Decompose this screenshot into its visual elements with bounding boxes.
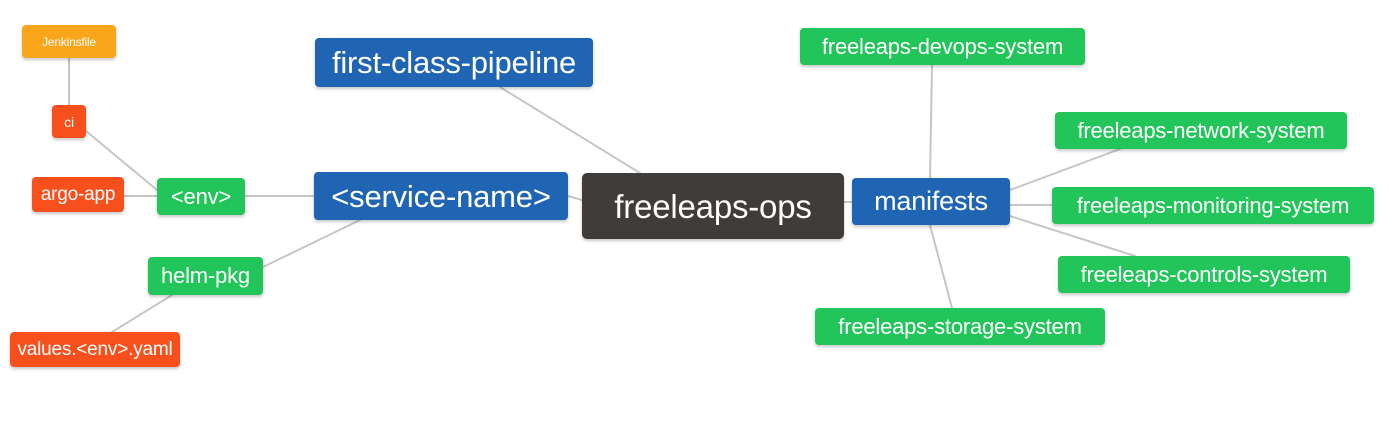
- edge-manifests-to-freeleaps-devops-system: [929, 64, 933, 179]
- node-label: first-class-pipeline: [331, 45, 577, 80]
- edge-service-name-to-helm-pkg: [262, 219, 361, 268]
- mindmap-node-freeleaps-monitoring-system[interactable]: freeleaps-monitoring-system: [1052, 187, 1374, 224]
- node-label: manifests: [874, 186, 988, 216]
- node-label: freeleaps-devops-system: [821, 33, 1064, 59]
- node-label: freeleaps-network-system: [1077, 117, 1325, 143]
- node-label: ci: [64, 113, 74, 130]
- edge-manifests-to-freeleaps-storage-system: [929, 224, 953, 309]
- mindmap-node-freeleaps-storage-system[interactable]: freeleaps-storage-system: [815, 308, 1105, 345]
- mindmap-node-first-class-pipeline[interactable]: first-class-pipeline: [315, 38, 593, 87]
- mindmap-node-helm-pkg[interactable]: helm-pkg: [148, 257, 263, 295]
- mindmap-node-jenkinsfile[interactable]: Jenkinsfile: [22, 25, 116, 58]
- mindmap-node-values-env-yaml[interactable]: values.<env>.yaml: [10, 332, 180, 367]
- node-label: helm-pkg: [161, 263, 250, 288]
- edge-first-class-pipeline-to-freeleaps-ops: [499, 86, 641, 174]
- mindmap-node-freeleaps-network-system[interactable]: freeleaps-network-system: [1055, 112, 1347, 149]
- node-label: freeleaps-storage-system: [838, 313, 1082, 339]
- node-label: values.<env>.yaml: [17, 339, 173, 360]
- mindmap-node-argo-app[interactable]: argo-app: [32, 177, 124, 212]
- node-label: argo-app: [40, 184, 116, 205]
- node-label: freeleaps-monitoring-system: [1076, 192, 1350, 218]
- node-label: freeleaps-controls-system: [1080, 261, 1328, 287]
- node-label: <service-name>: [331, 178, 551, 214]
- node-label: <env>: [170, 183, 232, 209]
- mindmap-node-service-name[interactable]: <service-name>: [314, 172, 568, 220]
- mindmap-node-freeleaps-controls-system[interactable]: freeleaps-controls-system: [1058, 256, 1350, 293]
- mindmap-node-ci[interactable]: ci: [52, 105, 86, 138]
- mindmap-node-manifests[interactable]: manifests: [852, 178, 1010, 225]
- edge-service-name-to-freeleaps-ops: [567, 195, 583, 201]
- mindmap-node-freeleaps-devops-system[interactable]: freeleaps-devops-system: [800, 28, 1085, 65]
- mindmap-node-env[interactable]: <env>: [157, 178, 245, 215]
- edge-manifests-to-freeleaps-network-system: [1009, 148, 1121, 191]
- node-label: Jenkinsfile: [42, 34, 96, 49]
- mindmap-node-freeleaps-ops[interactable]: freeleaps-ops: [582, 173, 844, 239]
- node-label: freeleaps-ops: [614, 187, 812, 225]
- edge-helm-pkg-to-values-env-yaml: [111, 294, 173, 333]
